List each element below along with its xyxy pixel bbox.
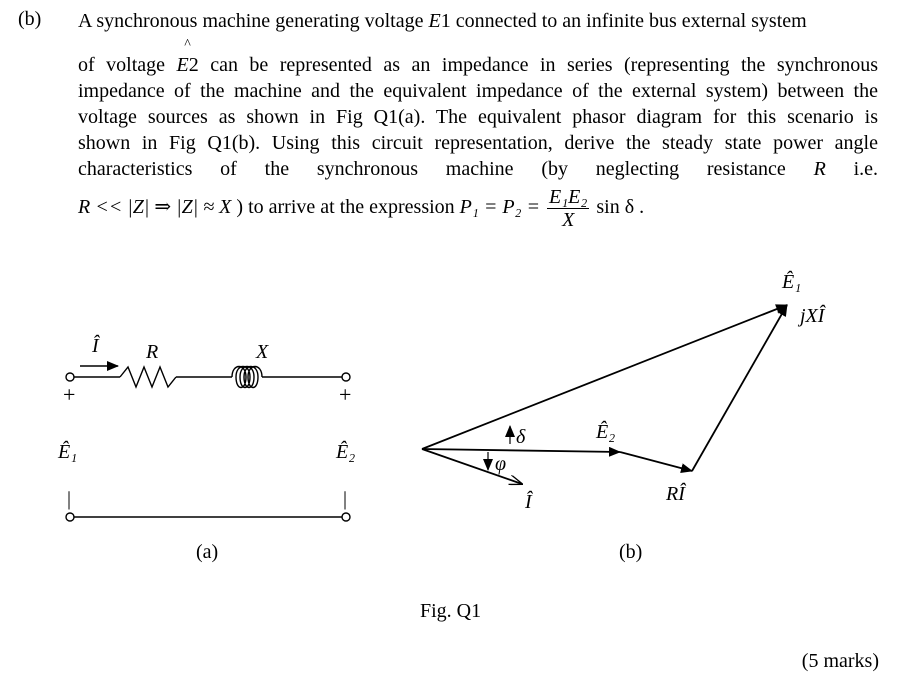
circuit-caption: (a) bbox=[196, 541, 218, 563]
plus-left: + bbox=[63, 382, 75, 407]
circuit-diagram bbox=[65, 361, 351, 522]
question-line-4: voltage sources as shown in Fig Q1(a). T… bbox=[78, 106, 878, 128]
terminal-left-top bbox=[65, 372, 75, 382]
i-phasor bbox=[421, 448, 522, 484]
power-expression-lhs: P₁ = P₂ = bbox=[459, 196, 541, 219]
hat-mark: ^ bbox=[184, 37, 191, 52]
minus-left: | bbox=[67, 488, 71, 510]
e2-phasor bbox=[421, 446, 621, 457]
current-label: Î bbox=[91, 334, 100, 357]
question-line-6: characteristics of the synchronous machi… bbox=[78, 158, 879, 180]
question-paragraph: A synchronous machine generating voltage… bbox=[78, 8, 878, 34]
e1-phasor bbox=[421, 304, 788, 450]
terminal-right-bottom bbox=[341, 512, 351, 522]
ri-phasor bbox=[619, 451, 693, 474]
delta-label: δ bbox=[516, 426, 526, 448]
inductor-label: X bbox=[255, 341, 269, 363]
marks: (5 marks) bbox=[801, 650, 879, 672]
phasor-diagram bbox=[421, 304, 788, 484]
phi-label: φ bbox=[495, 453, 506, 475]
phasor-caption: (b) bbox=[619, 541, 642, 563]
e1-label: Ê₁ bbox=[781, 270, 801, 293]
jxi-phasor bbox=[691, 304, 788, 472]
part-label: (b) bbox=[18, 8, 42, 30]
question-line-5: shown in Fig Q1(b). Using this circuit r… bbox=[78, 132, 878, 154]
question-line-3: impedance of the machine and the equival… bbox=[78, 80, 878, 102]
source-right-label: Ê₂ bbox=[335, 440, 355, 463]
jxi-label: jXÎ bbox=[797, 304, 826, 327]
condition: R << |Z| ⇒ |Z| ≈ X bbox=[78, 196, 232, 219]
question-line-2: of voltage ^E2 can be represented as an … bbox=[78, 37, 878, 78]
resistor bbox=[119, 365, 177, 389]
source-left-label: Ê₁ bbox=[57, 440, 77, 463]
inductor bbox=[231, 365, 263, 389]
terminal-right-top bbox=[341, 372, 351, 382]
e2-label: Ê₂ bbox=[595, 420, 615, 443]
ri-label: RÎ bbox=[665, 482, 686, 505]
question-paragraph-main: of voltage ^E2 can be represented as an … bbox=[78, 37, 879, 182]
minus-right: | bbox=[343, 488, 347, 510]
question-line-1: A synchronous machine generating voltage… bbox=[78, 10, 807, 32]
power-fraction: E₁E₂ X bbox=[547, 186, 590, 231]
plus-right: + bbox=[339, 382, 351, 407]
question-line-7: R << |Z| ⇒ |Z| ≈ X ) to arrive at the ex… bbox=[78, 186, 645, 231]
resistor-label: R bbox=[145, 341, 158, 363]
i-label: Î bbox=[524, 490, 533, 513]
figure-caption: Fig. Q1 bbox=[420, 600, 482, 622]
terminal-left-bottom bbox=[65, 512, 75, 522]
